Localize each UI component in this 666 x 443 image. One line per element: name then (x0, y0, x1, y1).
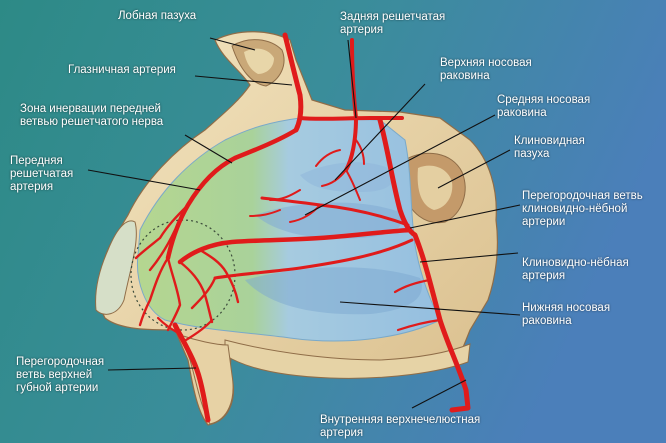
label-innervation-zone: Зона инервации передней ветвью решетчато… (20, 103, 163, 129)
label-middle-nasal-concha: Средняя носовая раковина (497, 94, 590, 120)
label-posterior-ethmoidal-artery: Задняя решетчатая артерия (340, 11, 445, 37)
label-superior-nasal-concha: Верхняя носовая раковина (440, 57, 532, 83)
label-septal-branch-sphenopalatine: Перегородочная ветвь клиновидно-нёбной а… (522, 190, 643, 229)
label-internal-maxillary-artery: Внутренняя верхнечелюстная артерия (320, 414, 480, 440)
label-sphenopalatine-artery: Клиновидно-нёбная артерия (522, 257, 629, 283)
label-inferior-nasal-concha: Нижняя носовая раковина (522, 302, 610, 328)
label-frontal-sinus: Лобная пазуха (118, 10, 196, 23)
label-septal-branch-superior-labial: Перегородочная ветвь верхней губной арте… (16, 356, 104, 395)
posterior-ethmoidal-vessel (300, 118, 402, 119)
label-anterior-ethmoidal-artery: Передняя решетчатая артерия (10, 155, 73, 194)
label-sphenoid-sinus: Клиновидная пазуха (514, 135, 585, 161)
label-orbital-artery: Глазничная артерия (68, 64, 176, 77)
